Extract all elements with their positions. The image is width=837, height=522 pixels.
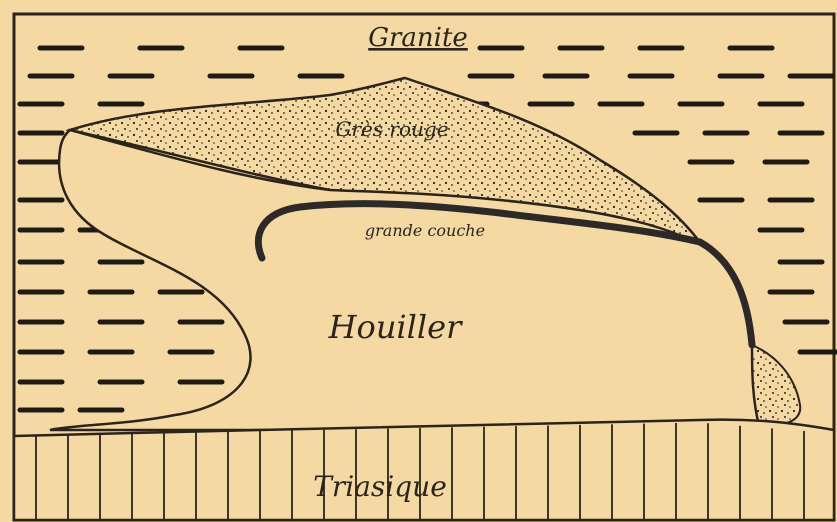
label-couche: grande couche bbox=[365, 221, 485, 240]
label-granite: Granite bbox=[368, 23, 468, 53]
label-gres: Grès rouge bbox=[335, 117, 448, 141]
label-houiller: Houiller bbox=[328, 308, 463, 346]
label-trias: Triasique bbox=[313, 470, 447, 503]
